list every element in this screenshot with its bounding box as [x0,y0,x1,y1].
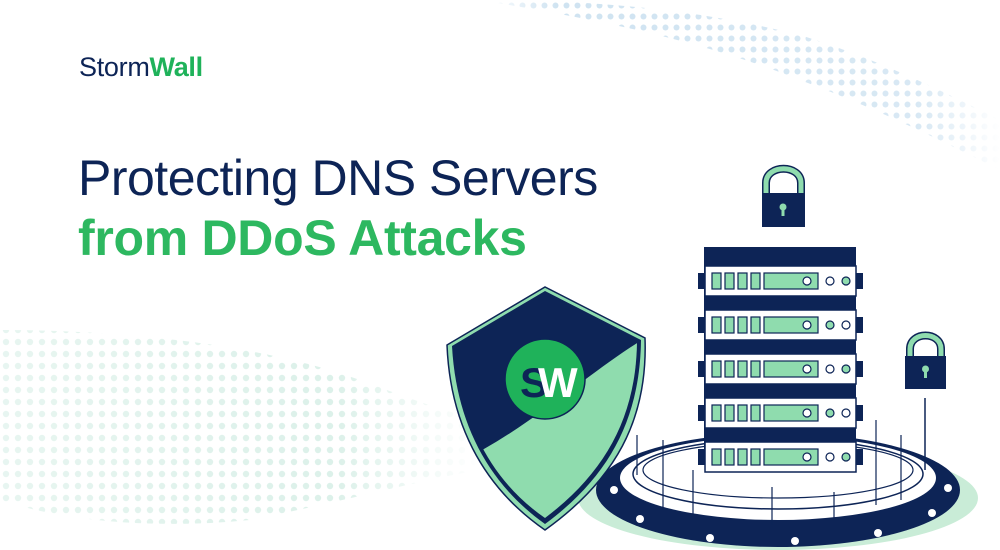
server-rack-icon [698,247,863,473]
server-unit [698,397,863,429]
badge-letter-s: S [520,359,548,406]
stormwall-logo: StormWall [79,51,203,83]
title-line-2: from DDoS Attacks [78,210,527,266]
title-line-1: Protecting DNS Servers [78,150,598,206]
server-unit [698,265,863,297]
padlock-icon [905,331,946,470]
page-title: Protecting DNS Servers from DDoS Attacks [78,148,598,268]
badge-letter-w: W [538,359,578,406]
logo-text-wall: Wall [149,52,204,82]
server-unit [698,353,863,385]
server-unit [698,309,863,341]
server-unit [698,441,863,473]
logo-text-storm: Storm [79,52,150,82]
padlock-icon [762,164,805,227]
